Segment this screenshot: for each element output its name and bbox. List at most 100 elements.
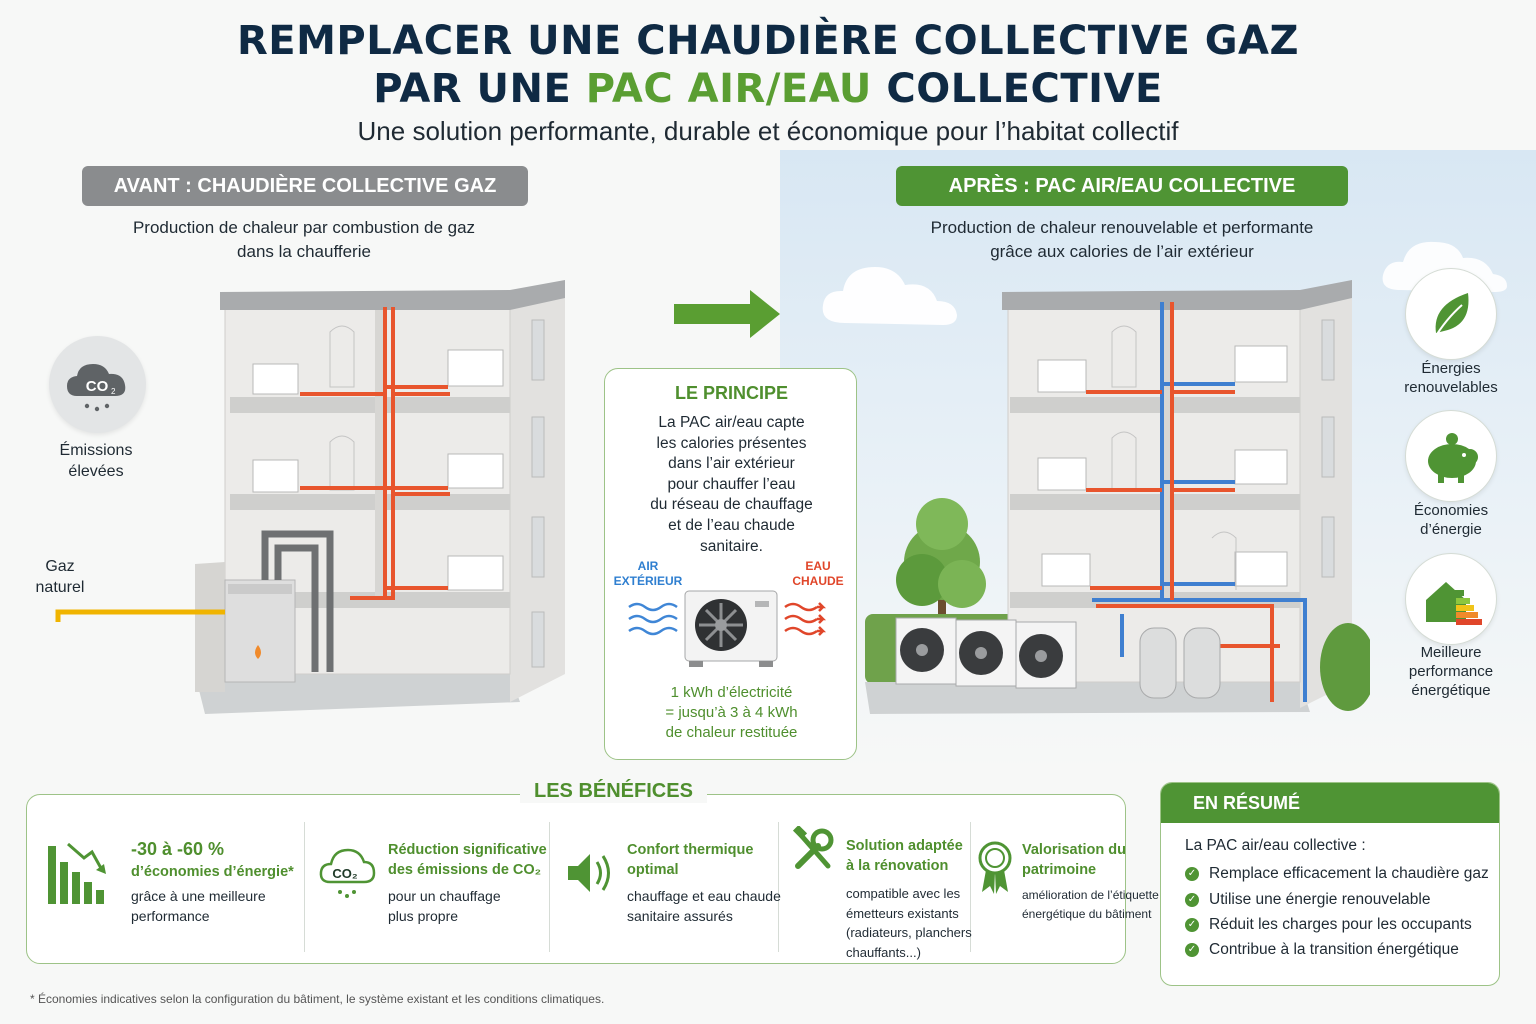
title-suffix: COLLECTIVE xyxy=(871,66,1163,112)
benefit-text-line: chauffage et eau chaude xyxy=(627,888,781,904)
principle-line: du réseau de chauffage xyxy=(650,496,813,514)
benefit-5-text: amélioration de l’étiquette énergétique … xyxy=(1022,886,1159,924)
feature-line: performance xyxy=(1408,663,1494,680)
summary-item: ✓ Remplace efficacement la chaudière gaz xyxy=(1185,865,1489,883)
ratio-line: = jusqu’à 3 à 4 kWh xyxy=(665,704,798,721)
heat-pump-unit-icon xyxy=(628,590,827,667)
after-description: Production de chaleur renouvelable et pe… xyxy=(880,216,1364,264)
benefit-head-line: Solution adaptée xyxy=(846,838,963,854)
after-desc-line2: grâce aux calories de l’air extérieur xyxy=(990,242,1254,261)
benefit-text-line: plus propre xyxy=(388,908,459,924)
benefit-4-text: compatible avec les émetteurs existants … xyxy=(846,884,972,962)
feature-line: renouvelables xyxy=(1404,379,1498,396)
check-icon: ✓ xyxy=(1185,918,1199,932)
benefit-1-head-main: -30 à -60 % xyxy=(131,839,225,859)
after-label: APRÈS : PAC AIR/EAU COLLECTIVE xyxy=(896,166,1348,206)
check-icon: ✓ xyxy=(1185,943,1199,957)
principle-line: La PAC air/eau capte xyxy=(658,414,805,431)
benefit-head-line: optimal xyxy=(627,862,679,878)
benefit-3-text: chauffage et eau chaude sanitaire assuré… xyxy=(627,886,781,926)
benefit-text-line: performance xyxy=(131,908,210,924)
benefit-1-head-sub: d’économies d’énergie* xyxy=(131,864,294,880)
emissions-label: Émissions élevées xyxy=(36,440,156,482)
summary-item-text: Contribue à la transition énergétique xyxy=(1209,941,1459,958)
benefit-head-line: Valorisation du xyxy=(1022,842,1126,858)
title-line-2: PAR UNE PAC AIR/EAU COLLECTIVE xyxy=(0,66,1536,112)
title-line-1: REMPLACER UNE CHAUDIÈRE COLLECTIVE GAZ xyxy=(237,18,1299,64)
check-icon: ✓ xyxy=(1185,893,1199,907)
benefit-5-head: Valorisation du patrimoine xyxy=(1022,840,1126,880)
feature-line: Énergies xyxy=(1421,360,1481,377)
cloud-icon xyxy=(822,267,957,325)
benefit-4-head: Solution adaptée à la rénovation xyxy=(846,836,963,876)
benefit-divider xyxy=(549,822,550,952)
principle-line: sanitaire. xyxy=(700,537,763,555)
piggy-bank-icon xyxy=(1405,410,1497,502)
benefit-text-line: sanitaire assurés xyxy=(627,908,733,924)
energy-label-house-icon xyxy=(1405,553,1497,645)
benefit-2-text: pour un chauffage plus propre xyxy=(388,886,501,926)
benefit-3-head: Confort thermique optimal xyxy=(627,840,753,880)
before-desc-line2: dans la chaufferie xyxy=(237,242,371,261)
benefit-2-head: Réduction significative des émissions de… xyxy=(388,840,547,880)
svg-text:CO₂: CO₂ xyxy=(332,866,358,881)
feature-performance-label: Meilleure performance énergétique xyxy=(1390,643,1512,700)
air-exterior-label: AIR EXTÉRIEUR xyxy=(613,559,683,589)
summary-item: ✓ Contribue à la transition énergétique xyxy=(1185,941,1459,959)
feature-line: Économies xyxy=(1413,502,1489,519)
benefit-text-line: amélioration de l’étiquette xyxy=(1022,888,1159,902)
before-description: Production de chaleur par combustion de … xyxy=(80,216,528,264)
check-icon: ✓ xyxy=(1185,867,1199,881)
benefit-text-line: (radiateurs, planchers xyxy=(846,925,972,940)
ratio-line: 1 kWh d’électricité xyxy=(670,684,793,701)
feature-line: Meilleure xyxy=(1420,644,1482,661)
comfort-speaker-icon xyxy=(568,854,610,892)
benefit-head-line: Réduction significative xyxy=(388,842,547,858)
benefit-text-line: grâce à une meilleure xyxy=(131,888,266,904)
benefit-head-line: patrimoine xyxy=(1022,862,1097,878)
air-line1: AIR xyxy=(637,559,659,573)
after-building-illustration xyxy=(865,280,1370,714)
air-line2: EXTÉRIEUR xyxy=(613,574,683,588)
before-building-illustration xyxy=(55,280,565,714)
benefit-head-line: à la rénovation xyxy=(846,858,949,874)
title-prefix: PAR UNE xyxy=(373,66,586,112)
principle-text: La PAC air/eau capte les calories présen… xyxy=(619,413,844,557)
emissions-line2: élevées xyxy=(68,463,124,480)
benefit-divider xyxy=(778,822,779,952)
title-highlight: PAC AIR/EAU xyxy=(585,66,872,112)
gas-line2: naturel xyxy=(35,579,85,596)
co2-icon-text: CO xyxy=(86,378,109,395)
water-line2: CHAUDE xyxy=(792,574,844,588)
benefit-head-line: Confort thermique xyxy=(627,842,754,858)
principle-line: pour chauffer l’eau xyxy=(667,475,796,493)
principle-line: dans l’air extérieur xyxy=(668,455,795,473)
summary-intro: La PAC air/eau collective : xyxy=(1185,837,1366,854)
co2-reduction-icon: CO₂ xyxy=(319,848,376,898)
feature-line: d’énergie xyxy=(1420,521,1482,538)
benefit-text-line: pour un chauffage xyxy=(388,888,501,904)
summary-item-text: Remplace efficacement la chaudière gaz xyxy=(1209,865,1489,882)
benefits-title: LES BÉNÉFICES xyxy=(520,780,707,803)
summary-item-text: Réduit les charges pour les occupants xyxy=(1209,916,1472,933)
renewable-leaf-icon xyxy=(1405,268,1497,360)
benefit-head-line: des émissions de CO₂ xyxy=(388,862,542,878)
benefit-divider xyxy=(304,822,305,952)
after-desc-line1: Production de chaleur renouvelable et pe… xyxy=(930,218,1314,237)
ratio-line: de chaleur restituée xyxy=(665,724,798,741)
benefit-text-line: énergétique du bâtiment xyxy=(1022,907,1152,921)
transition-arrow-icon xyxy=(674,290,780,338)
benefit-text-line: compatible avec les xyxy=(846,886,961,901)
svg-text:2: 2 xyxy=(111,387,116,396)
subtitle: Une solution performante, durable et éco… xyxy=(357,116,1179,146)
feature-renewable-label: Énergies renouvelables xyxy=(1390,359,1512,397)
benefit-text-line: émetteurs existants xyxy=(846,905,959,921)
hot-water-label: EAU CHAUDE xyxy=(785,559,851,589)
summary-box: EN RÉSUMÉ La PAC air/eau collective : ✓R… xyxy=(1160,782,1500,986)
principle-line: les calories présentes xyxy=(656,434,807,452)
award-badge-icon xyxy=(978,841,1012,894)
emissions-line1: Émissions xyxy=(59,442,133,459)
principle-title: LE PRINCIPE xyxy=(674,383,789,403)
summary-item: ✓ Réduit les charges pour les occupants xyxy=(1185,916,1472,934)
water-line1: EAU xyxy=(805,559,831,573)
